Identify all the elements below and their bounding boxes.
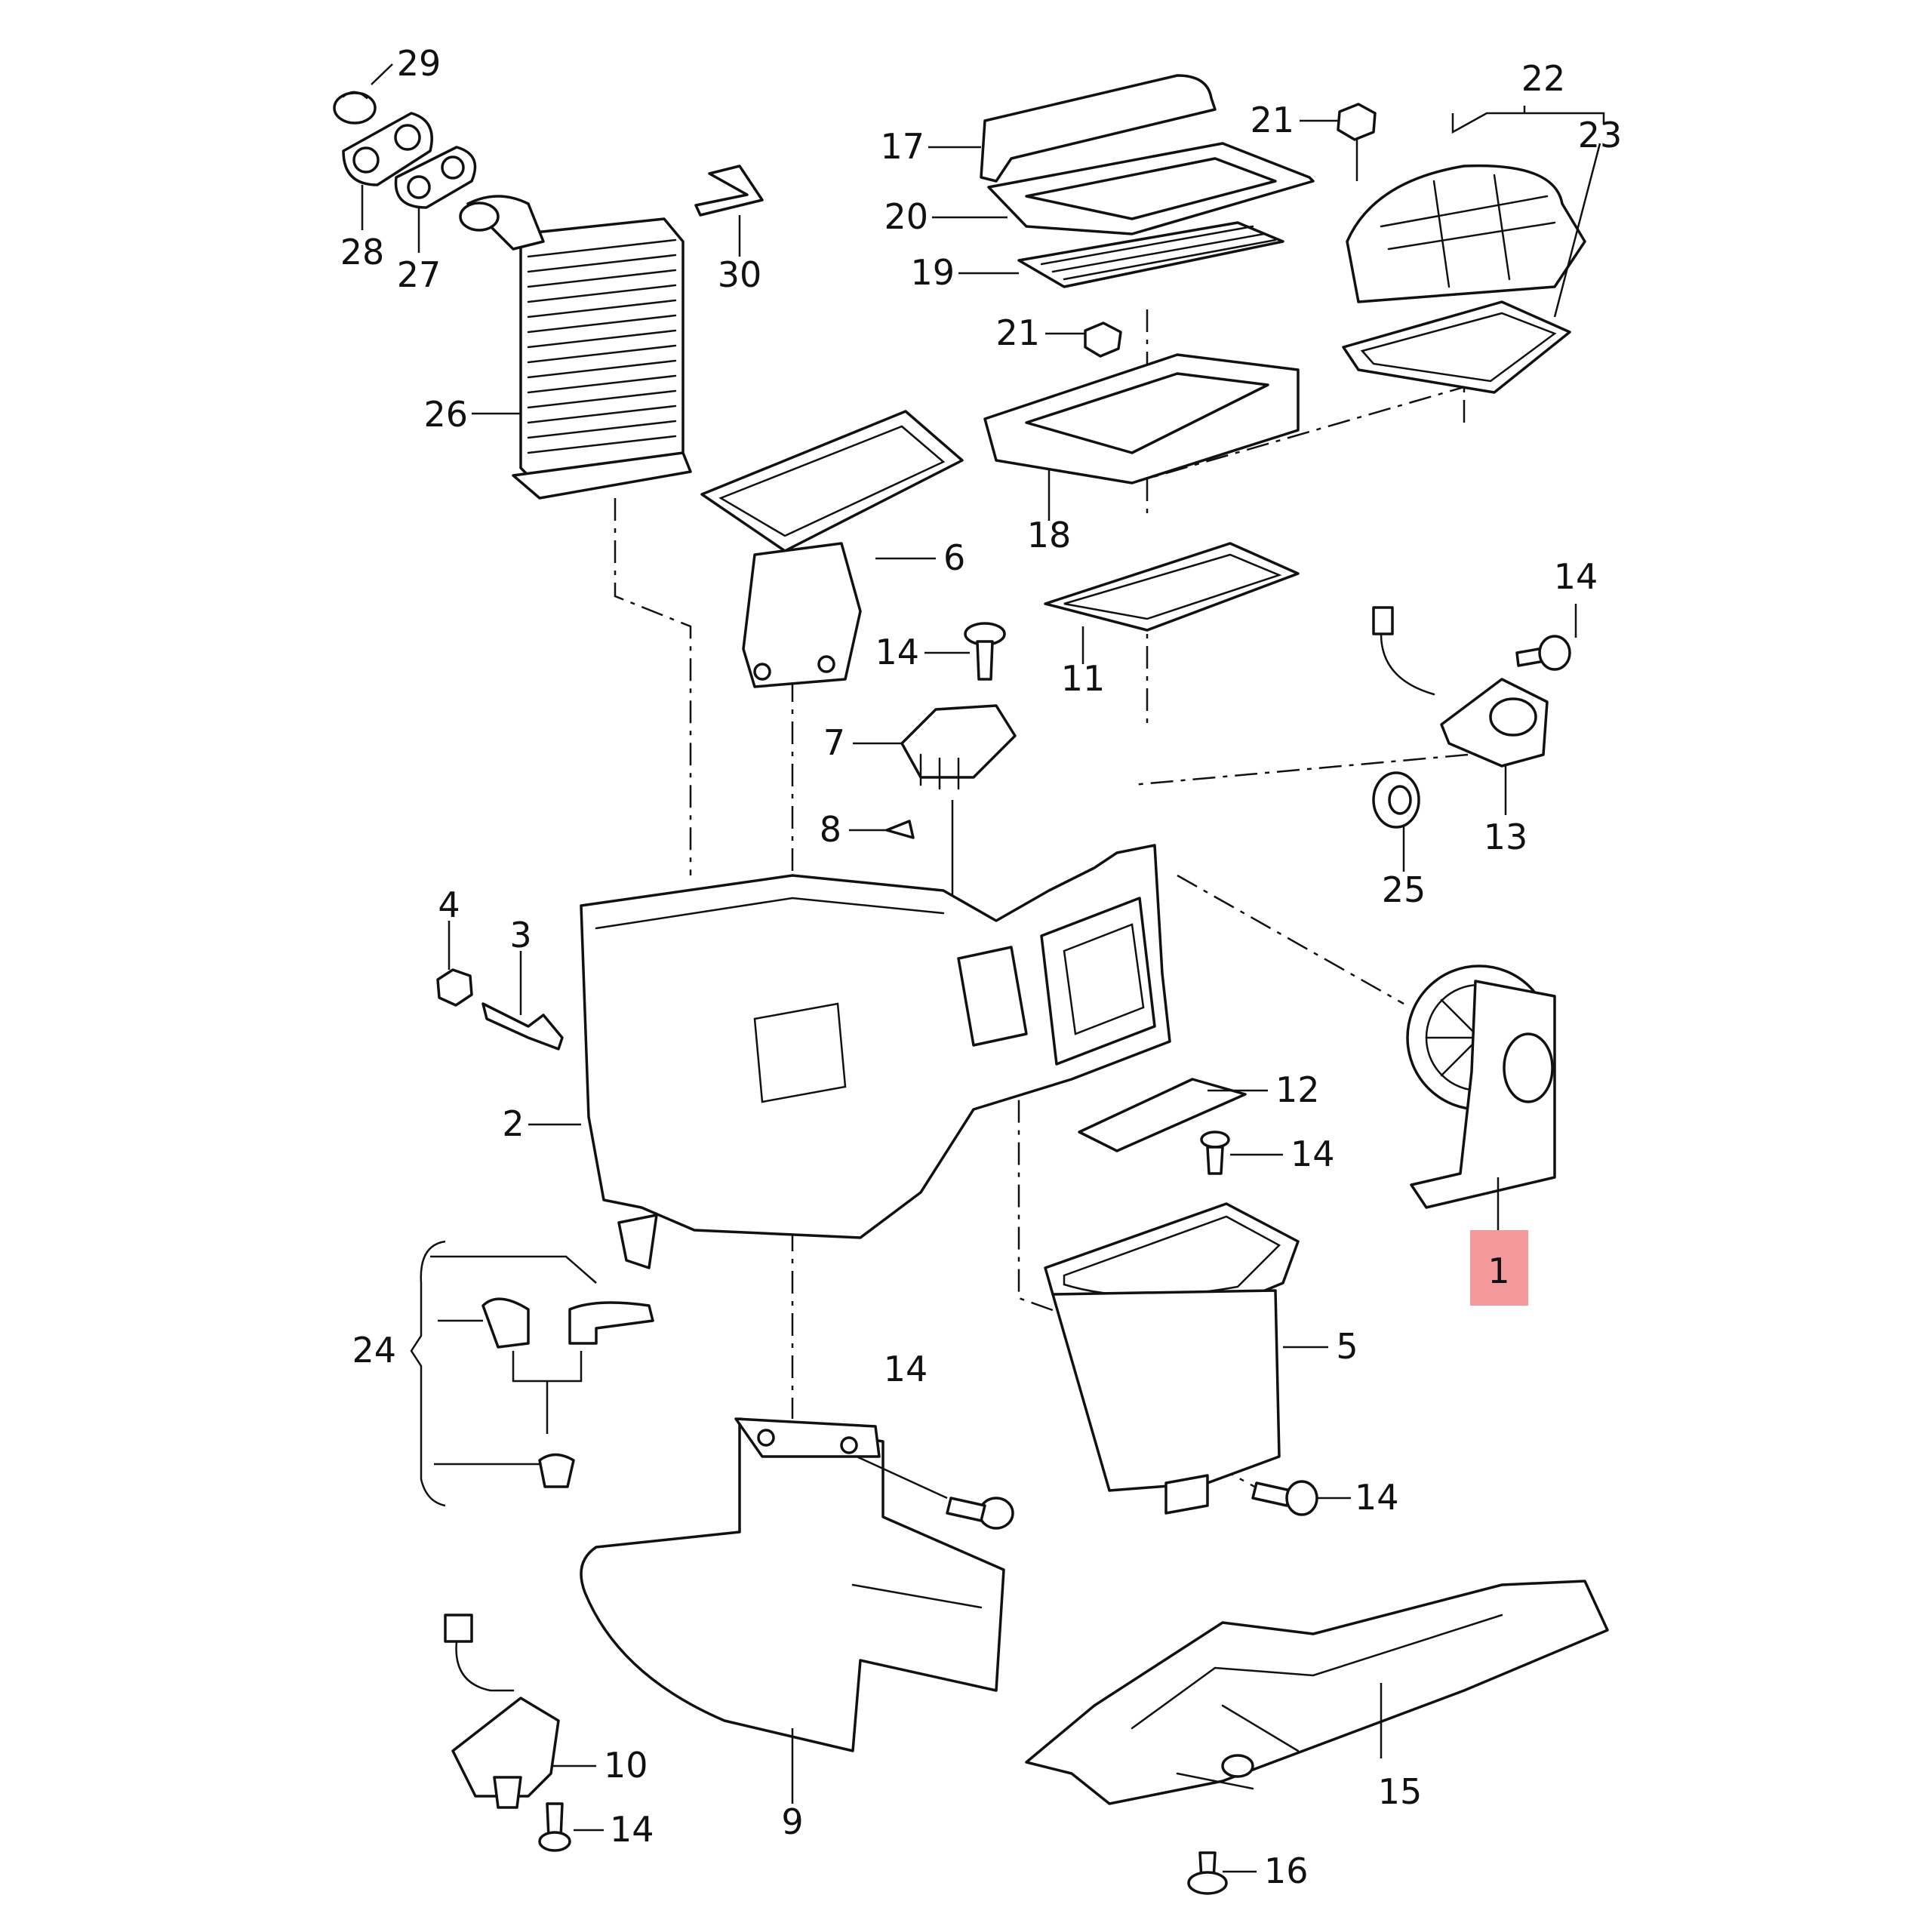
- footwell-duct-part: [580, 1417, 1005, 1804]
- screw-part-center: [924, 622, 1006, 681]
- callout-labels: 1 2 3 4 5 6 7 8 9 10 11 12 13 14 14 14 1…: [340, 43, 1623, 1891]
- callout-14-center: 14: [875, 632, 919, 672]
- callout-14-actuator: 14: [610, 1809, 654, 1850]
- callout-17: 17: [880, 126, 924, 167]
- heat-exchanger-part: [459, 195, 692, 500]
- callout-27: 27: [397, 254, 441, 295]
- callout-25: 25: [1382, 869, 1426, 910]
- callout-8: 8: [820, 809, 841, 850]
- screw-part-duct: [856, 1455, 1014, 1530]
- callout-5: 5: [1336, 1326, 1358, 1367]
- callout-23: 23: [1578, 115, 1623, 155]
- seal-frame-part: [1044, 542, 1300, 664]
- callout-2: 2: [502, 1103, 524, 1144]
- bolt-part: [481, 951, 564, 1051]
- callout-28: 28: [340, 232, 385, 272]
- callout-20: 20: [884, 196, 928, 237]
- gasket-part: [1342, 143, 1601, 394]
- pollen-filter-part: [958, 221, 1284, 288]
- flap-actuator-part: [444, 1614, 596, 1809]
- callout-11: 11: [1061, 658, 1106, 699]
- filter-frame-part: [932, 142, 1315, 235]
- hex-nut-part: [436, 921, 473, 1007]
- screw-part-plate: [1200, 1131, 1283, 1175]
- callout-6: 6: [943, 537, 965, 578]
- callout-14-plate: 14: [1291, 1134, 1335, 1174]
- callout-14-motor: 14: [1554, 556, 1598, 597]
- callout-21-mid: 21: [995, 312, 1040, 353]
- callout-4: 4: [438, 884, 460, 925]
- highlight-box-part-1: [1470, 1230, 1528, 1306]
- callout-13: 13: [1484, 817, 1528, 857]
- callout-18: 18: [1027, 515, 1072, 555]
- lever-set-part: [410, 1240, 654, 1507]
- callout-29: 29: [397, 43, 441, 84]
- callout-24: 24: [352, 1330, 396, 1371]
- cover-plate-part: [1078, 1078, 1268, 1152]
- air-intake-cover-part: [1346, 106, 1605, 303]
- filter-housing-part: [983, 353, 1300, 521]
- small-clip-part: [849, 820, 915, 839]
- callout-26: 26: [423, 394, 468, 435]
- callout-14-lower: 14: [1355, 1477, 1399, 1518]
- callout-7: 7: [823, 722, 845, 763]
- lower-housing-part: [1044, 1202, 1328, 1515]
- seal-parts: [342, 112, 477, 253]
- blower-fan-part: [1406, 964, 1556, 1230]
- callout-30: 30: [718, 254, 762, 295]
- retaining-clip-part: [1187, 1851, 1257, 1895]
- nut-parts: [1045, 103, 1377, 358]
- callout-12: 12: [1275, 1069, 1320, 1110]
- callout-10: 10: [604, 1745, 648, 1786]
- callout-1: 1: [1487, 1251, 1509, 1291]
- callout-15: 15: [1378, 1771, 1423, 1812]
- callout-21-top: 21: [1250, 100, 1294, 140]
- callout-16: 16: [1264, 1850, 1309, 1891]
- callout-14-duct: 14: [884, 1349, 928, 1389]
- callout-22: 22: [1521, 58, 1566, 99]
- screw-part-motor: [1515, 604, 1577, 671]
- servo-motor-part: [1372, 606, 1549, 815]
- callout-19: 19: [910, 252, 955, 293]
- grommet-part: [1372, 771, 1420, 872]
- clip-part: [333, 63, 393, 125]
- cover-strip-part: [928, 74, 1217, 183]
- allen-key-part: [694, 165, 764, 257]
- screw-part-actuator: [538, 1802, 604, 1852]
- resistor-part: [853, 704, 1017, 906]
- callout-3: 3: [509, 915, 531, 955]
- heater-housing-part: [528, 844, 1171, 1269]
- floor-duct-part: [1025, 1580, 1609, 1805]
- screw-part-lower: [1251, 1480, 1351, 1516]
- air-duct-part: [700, 410, 964, 688]
- callout-9: 9: [781, 1801, 803, 1842]
